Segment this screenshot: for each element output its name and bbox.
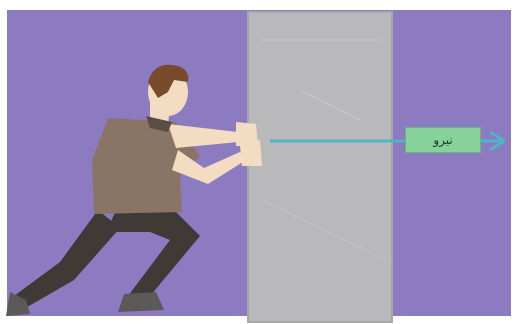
front-shoe — [118, 292, 164, 312]
force-label: نیرو — [405, 127, 481, 153]
wall-block — [248, 12, 392, 322]
